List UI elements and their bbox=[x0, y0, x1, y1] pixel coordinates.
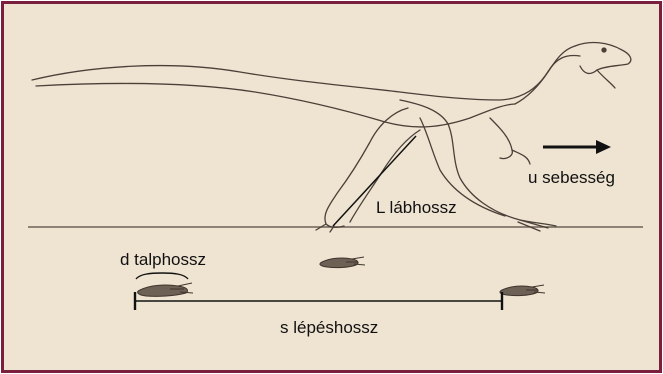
footprint-icon bbox=[500, 285, 545, 296]
foot-length-bracket bbox=[136, 273, 188, 279]
speed-label: u sebesség bbox=[528, 168, 615, 188]
leg-length-label: L lábhossz bbox=[376, 198, 457, 218]
stride-length-line bbox=[135, 292, 502, 310]
footprint-icon bbox=[138, 283, 193, 296]
arrow-right-icon bbox=[543, 140, 611, 154]
stride-length-label: s lépéshossz bbox=[280, 318, 378, 338]
footprint-icon bbox=[320, 257, 365, 268]
foot-length-label: d talphossz bbox=[120, 250, 206, 270]
dinosaur-illustration bbox=[32, 43, 631, 232]
